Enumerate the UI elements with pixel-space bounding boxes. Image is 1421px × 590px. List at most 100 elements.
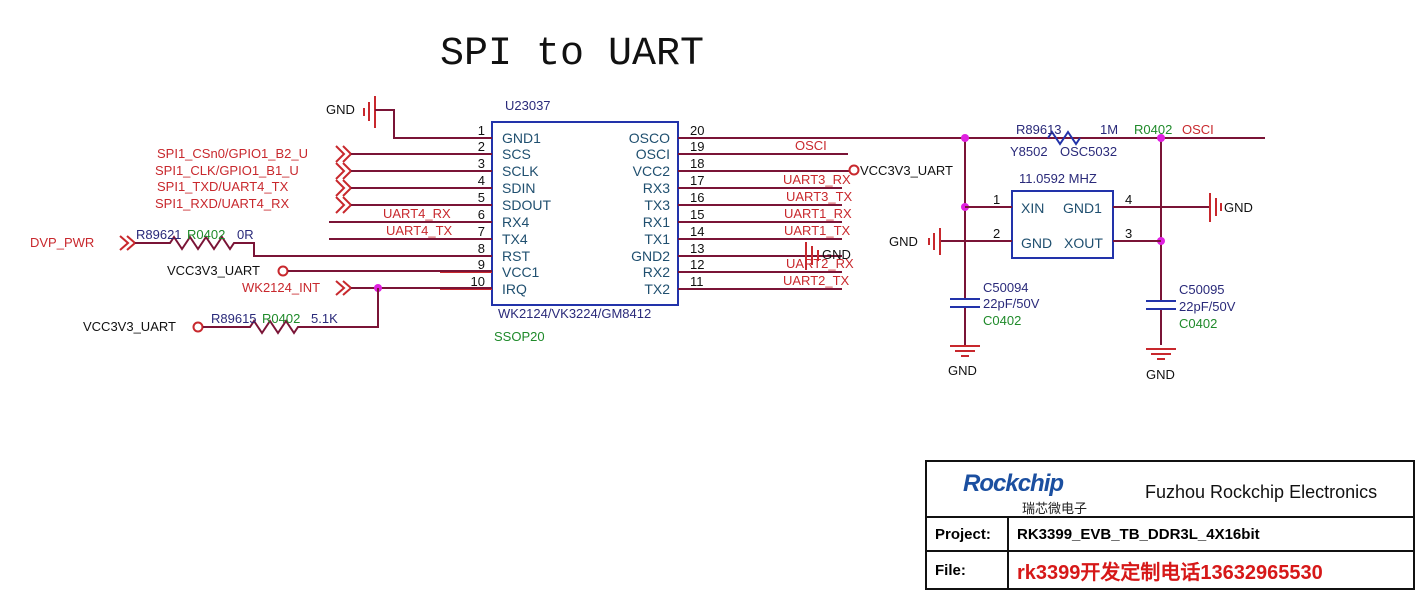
pin-number: 17 xyxy=(690,173,704,188)
pin-number: 11 xyxy=(690,274,704,289)
project-value: RK3399_EVB_TB_DDR3L_4X16bit xyxy=(1017,525,1260,543)
power-port-icon xyxy=(277,265,289,277)
resistor-r89615 xyxy=(203,288,379,335)
power-vcc-pin9: VCC3V3_UART xyxy=(167,263,260,278)
title-block-file-row: File: rk3399开发定制电话13632965530 xyxy=(927,550,1413,588)
c50095-value: 22pF/50V xyxy=(1179,299,1236,314)
port-arrows-spi xyxy=(335,145,492,214)
pin-number: 20 xyxy=(690,123,704,138)
r89621-value: 0R xyxy=(237,227,254,242)
osc-part: OSC5032 xyxy=(1060,144,1117,159)
osc-pin-num-4: 4 xyxy=(1125,192,1132,207)
osc-pin-num-3: 3 xyxy=(1125,226,1132,241)
port-arrow-int xyxy=(335,280,353,296)
pin-number: 12 xyxy=(690,257,704,272)
junction-dot xyxy=(1157,134,1165,142)
gnd-label-c50094: GND xyxy=(948,363,977,378)
net-uart3-tx: UART3_TX xyxy=(786,189,853,204)
ic-body xyxy=(491,121,679,306)
osc-pin-gnd1: GND1 xyxy=(1063,200,1102,216)
r89621-ref: R89621 xyxy=(136,227,182,242)
pin-name: VCC1 xyxy=(502,264,540,280)
title-block: Rockchip 瑞芯微电子 Fuzhou Rockchip Electroni… xyxy=(925,460,1415,590)
net-port-dvp-pwr: DVP_PWR xyxy=(30,235,94,250)
osc-freq: 11.0592 MHZ xyxy=(1019,171,1097,186)
net-uart1-rx: UART1_RX xyxy=(784,206,852,221)
gnd-symbol-pin13 xyxy=(805,242,819,270)
net-uart4-rx: UART4_RX xyxy=(383,206,451,221)
r89613-value: 1M xyxy=(1100,122,1118,137)
pin-number: 15 xyxy=(690,207,704,222)
gnd-symbol-pin1 xyxy=(363,96,492,139)
port-arrow-dvp xyxy=(119,235,137,251)
net-port-spi-csn0: SPI1_CSn0/GPIO1_B2_U xyxy=(157,146,308,161)
file-label: File: xyxy=(927,552,1009,588)
power-vcc-pin18: VCC3V3_UART xyxy=(860,163,953,178)
file-value: rk3399开发定制电话13632965530 xyxy=(1017,561,1323,584)
r89621-footprint: R0402 xyxy=(187,227,225,242)
pin-name: RX3 xyxy=(643,180,670,196)
capacitor-c50095 xyxy=(1146,300,1176,360)
resistor-r89621 xyxy=(135,235,492,257)
pin-name: GND2 xyxy=(631,248,670,264)
pin-number: 14 xyxy=(690,224,704,239)
osc-pin-gnd: GND xyxy=(1021,235,1052,251)
capacitor-c50094 xyxy=(950,298,980,357)
osc-pin-num-1: 1 xyxy=(993,192,1000,207)
title-block-project-row: Project: RK3399_EVB_TB_DDR3L_4X16bit xyxy=(927,516,1413,550)
pin-number: 3 xyxy=(478,156,485,171)
osc-pin-num-2: 2 xyxy=(993,226,1000,241)
net-osci: OSCI xyxy=(795,138,827,153)
net-port-spi-rxd: SPI1_RXD/UART4_RX xyxy=(155,196,289,211)
net-uart2-rx: UART2_RX xyxy=(786,256,854,271)
pin-number: 16 xyxy=(690,190,704,205)
pin-name: OSCO xyxy=(629,130,670,146)
r89613-ref: R89613 xyxy=(1016,122,1062,137)
net-port-wk2124-int: WK2124_INT xyxy=(242,280,320,295)
net-uart4-tx: UART4_TX xyxy=(386,223,453,238)
gnd-symbol-osc-left xyxy=(928,228,941,255)
pin-number: 5 xyxy=(478,190,485,205)
pin-name: SDIN xyxy=(502,180,535,196)
net-port-spi-txd: SPI1_TXD/UART4_TX xyxy=(157,179,289,194)
rockchip-logo: Rockchip xyxy=(963,470,1064,497)
c50094-value: 22pF/50V xyxy=(983,296,1040,311)
pin-name: TX3 xyxy=(644,197,670,213)
pin-name: IRQ xyxy=(502,281,527,297)
gnd-label-osc-right: GND xyxy=(1224,200,1253,215)
gnd-symbol-osc-right xyxy=(1209,193,1222,222)
gnd-label-osc-left: GND xyxy=(889,234,918,249)
company-name: Fuzhou Rockchip Electronics xyxy=(1145,482,1378,502)
ic-ref: U23037 xyxy=(505,98,551,113)
junction-dot xyxy=(961,134,969,142)
osc-pin-xout: XOUT xyxy=(1064,235,1103,251)
sheet-title: SPI to UART xyxy=(440,32,704,77)
pin-number: 19 xyxy=(690,139,704,154)
osc-ref: Y8502 xyxy=(1010,144,1048,159)
gnd-label-top: GND xyxy=(326,102,355,117)
pin-name: SCLK xyxy=(502,163,539,179)
r89615-value: 5.1K xyxy=(311,311,338,326)
pin-name: TX1 xyxy=(644,231,670,247)
net-uart1-tx: UART1_TX xyxy=(784,223,851,238)
c50094-ref: C50094 xyxy=(983,280,1029,295)
power-port-icon xyxy=(192,321,204,333)
pin-name: TX4 xyxy=(502,231,528,247)
pin-name: VCC2 xyxy=(633,163,671,179)
pin-name: RX4 xyxy=(502,214,529,230)
title-block-header: Rockchip 瑞芯微电子 Fuzhou Rockchip Electroni… xyxy=(927,462,1413,516)
wires-osc-pins xyxy=(940,206,1210,242)
wires-uart4 xyxy=(329,221,492,240)
ic-package: SSOP20 xyxy=(494,329,545,344)
rockchip-logo-cn: 瑞芯微电子 xyxy=(1022,501,1088,516)
pin-name: SCS xyxy=(502,146,531,162)
pin-number: 9 xyxy=(478,257,485,272)
pin-number: 18 xyxy=(690,156,704,171)
net-uart2-tx: UART2_TX xyxy=(783,273,850,288)
pin-name: RX1 xyxy=(643,214,670,230)
project-label: Project: xyxy=(927,518,1009,550)
pin-number: 1 xyxy=(478,123,485,138)
osc-pin-xin: XIN xyxy=(1021,200,1044,216)
gnd-label-c50095: GND xyxy=(1146,367,1175,382)
